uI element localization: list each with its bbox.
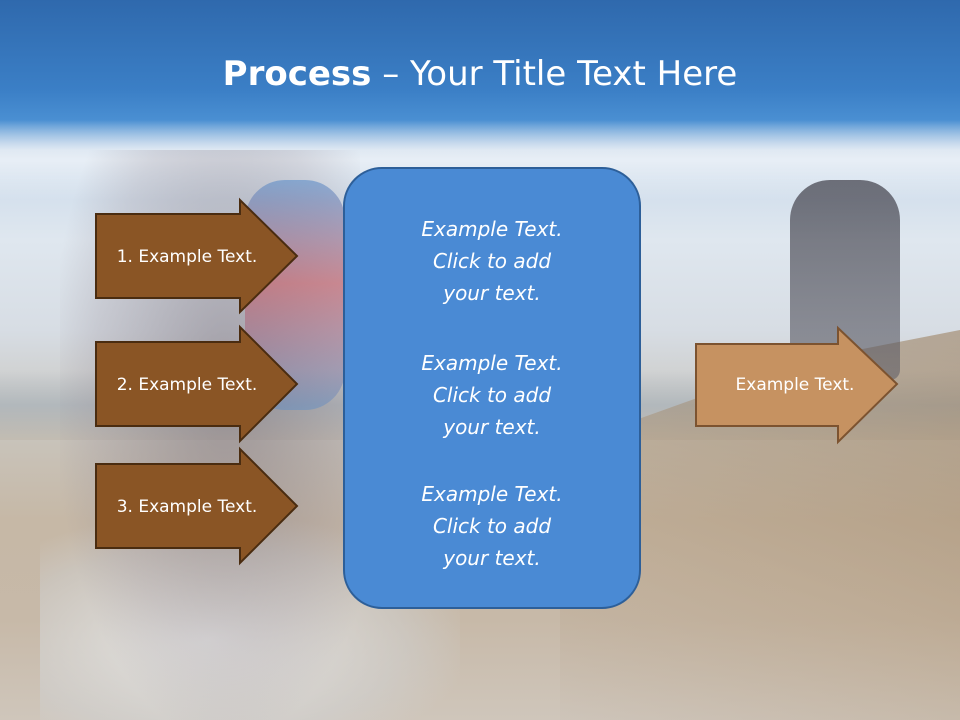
left-arrow-2-shape	[95, 324, 299, 444]
center-box-shape	[343, 167, 641, 609]
center-paragraph-1-line-1: Example Text.	[421, 217, 562, 241]
slide-title[interactable]: Process – Your Title Text Here	[0, 52, 960, 96]
center-paragraph-3-line-2: Click to add	[433, 514, 551, 538]
left-arrow-1-label: 1. Example Text.	[117, 247, 258, 267]
center-paragraph-1-line-2: Click to add	[433, 249, 551, 273]
title-rest: Your Title Text Here	[410, 54, 738, 94]
center-paragraph-2-line-2: Click to add	[433, 383, 551, 407]
right-arrow-shape	[695, 325, 899, 445]
left-arrow-1[interactable]: 1. Example Text.	[95, 197, 299, 315]
left-arrow-2[interactable]: 2. Example Text.	[95, 324, 299, 444]
left-arrow-3[interactable]: 3. Example Text.	[95, 446, 299, 566]
right-arrow[interactable]: Example Text.	[695, 325, 899, 445]
title-bold: Process	[222, 54, 372, 94]
left-arrow-2-label: 2. Example Text.	[117, 375, 258, 395]
center-paragraph-2-line-3: your text.	[442, 415, 541, 439]
left-arrow-3-label: 3. Example Text.	[117, 497, 258, 517]
left-arrow-3-shape	[95, 446, 299, 566]
title-separator: –	[371, 54, 411, 94]
center-paragraph-2-line-1: Example Text.	[421, 351, 562, 375]
center-box[interactable]: Example Text. Click to add your text. Ex…	[343, 167, 641, 609]
center-paragraph-3-line-1: Example Text.	[421, 482, 562, 506]
center-paragraph-3-line-3: your text.	[442, 546, 541, 570]
center-paragraph-1-line-3: your text.	[442, 281, 541, 305]
left-arrow-1-shape	[95, 197, 299, 315]
right-arrow-label: Example Text.	[736, 375, 855, 395]
